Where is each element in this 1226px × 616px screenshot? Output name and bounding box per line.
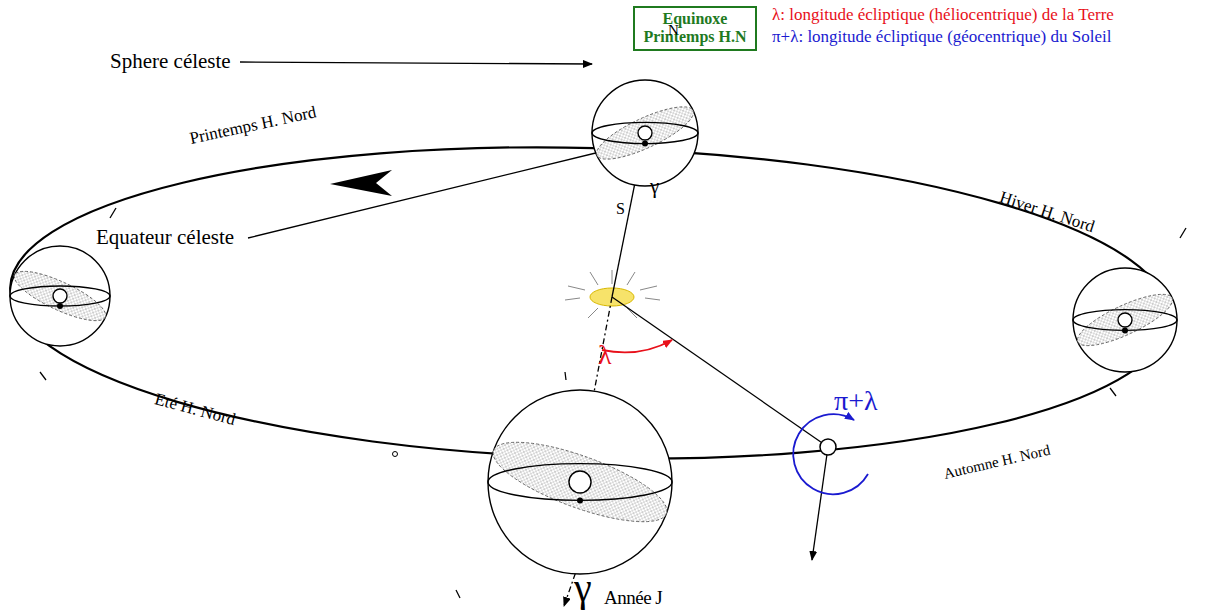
season-label: Eté H. Nord (153, 390, 238, 429)
callout-label: Sphere céleste (110, 50, 231, 73)
lambda-arc (602, 340, 672, 352)
direction-arrow (330, 170, 392, 196)
celestial-sphere (485, 390, 676, 574)
angle-label: λ (598, 340, 612, 371)
year-label: Année J (604, 588, 662, 609)
pi-lambda-arc (793, 414, 868, 494)
season-box: EquinoxePrintemps H.N (633, 6, 756, 51)
celestial-sphere (9, 246, 111, 346)
legend-text: π+λ: longitude écliptique (géocentrique)… (772, 28, 1111, 47)
season-label: Printemps H. Nord (188, 103, 318, 148)
legend-text: λ: longitude écliptique (héliocentrique)… (772, 6, 1114, 25)
angle-label: π+λ (834, 386, 878, 417)
pole-label: S (616, 200, 625, 218)
pole-label: N (668, 22, 679, 39)
celestial-sphere (1072, 268, 1179, 372)
point-label: γ (574, 566, 592, 610)
celestial-sphere (591, 80, 700, 186)
box-text: Printemps H.N (643, 28, 746, 46)
point-label: γ (650, 175, 659, 198)
box-text: Equinoxe (643, 10, 746, 28)
callout-label: Equateur céleste (96, 226, 234, 249)
season-label: Hiver H. Nord (997, 188, 1097, 236)
season-label: Automne H. Nord (942, 442, 1052, 483)
